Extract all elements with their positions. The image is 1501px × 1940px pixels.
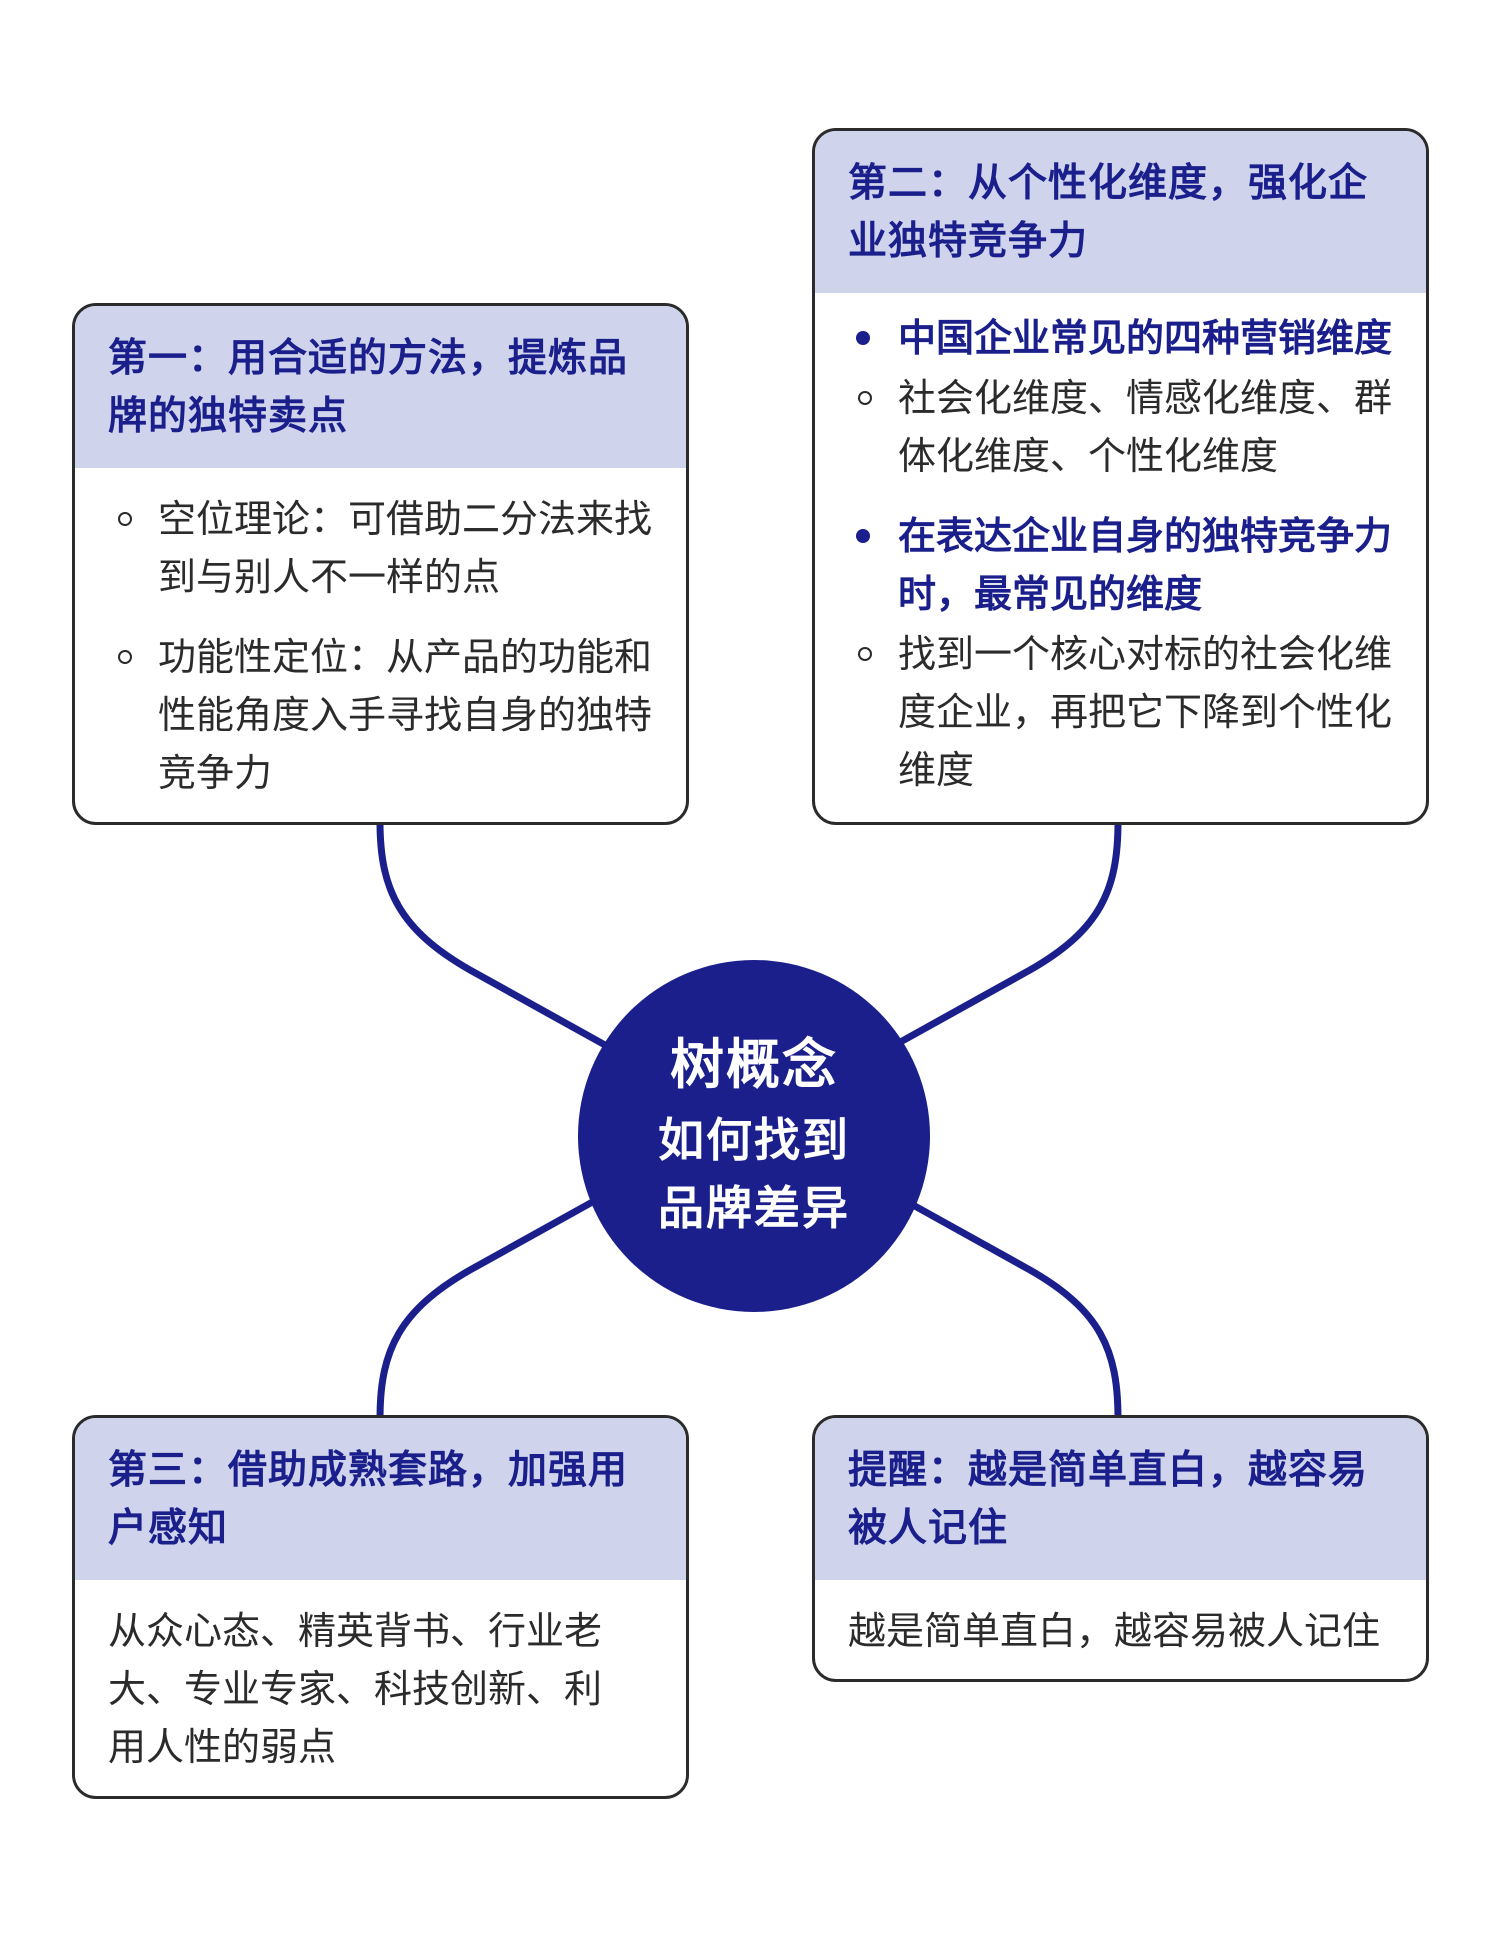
card-second-title: 第二：从个性化维度，强化企业独特竞争力	[815, 131, 1426, 293]
card-third: 第三：借助成熟套路，加强用户感知 从众心态、精英背书、行业老大、专业专家、科技创…	[72, 1415, 689, 1799]
card-reminder-title: 提醒：越是简单直白，越容易被人记住	[815, 1418, 1426, 1580]
card-first: 第一：用合适的方法，提炼品牌的独特卖点 空位理论：可借助二分法来找到与别人不一样…	[72, 303, 689, 825]
list-item: 功能性定位：从产品的功能和性能角度入手寻找自身的独特竞争力	[108, 628, 656, 802]
center-subtitle: 如何找到品牌差异	[658, 1113, 850, 1235]
list-item: 找到一个核心对标的社会化维度企业，再把它下降到个性化维度	[848, 625, 1396, 799]
connector-second	[893, 821, 1122, 1049]
list-heading: 中国企业常见的四种营销维度	[848, 309, 1396, 367]
center-title: 树概念	[670, 1033, 838, 1096]
center-node: 树概念 如何找到品牌差异	[578, 960, 930, 1312]
card-first-title: 第一：用合适的方法，提炼品牌的独特卖点	[75, 306, 686, 468]
card-third-title: 第三：借助成熟套路，加强用户感知	[75, 1418, 686, 1580]
card-reminder-body: 越是简单直白，越容易被人记住	[848, 1609, 1381, 1653]
list-heading: 在表达企业自身的独特竞争力时，最常见的维度	[848, 507, 1396, 623]
card-second-body: 中国企业常见的四种营销维度 社会化维度、情感化维度、群体化维度、个性化维度 在表…	[815, 293, 1426, 822]
list-item: 空位理论：可借助二分法来找到与别人不一样的点	[108, 490, 656, 606]
connector-reminder	[893, 1191, 1122, 1419]
connector-first	[376, 821, 607, 1049]
card-third-body: 从众心态、精英背书、行业老大、专业专家、科技创新、利用人性的弱点	[108, 1609, 603, 1769]
card-second: 第二：从个性化维度，强化企业独特竞争力 中国企业常见的四种营销维度 社会化维度、…	[812, 128, 1429, 825]
card-reminder: 提醒：越是简单直白，越容易被人记住 越是简单直白，越容易被人记住	[812, 1415, 1429, 1682]
connector-third	[376, 1191, 607, 1419]
list-item: 社会化维度、情感化维度、群体化维度、个性化维度	[848, 369, 1396, 485]
card-first-body: 空位理论：可借助二分法来找到与别人不一样的点 功能性定位：从产品的功能和性能角度…	[75, 468, 686, 822]
